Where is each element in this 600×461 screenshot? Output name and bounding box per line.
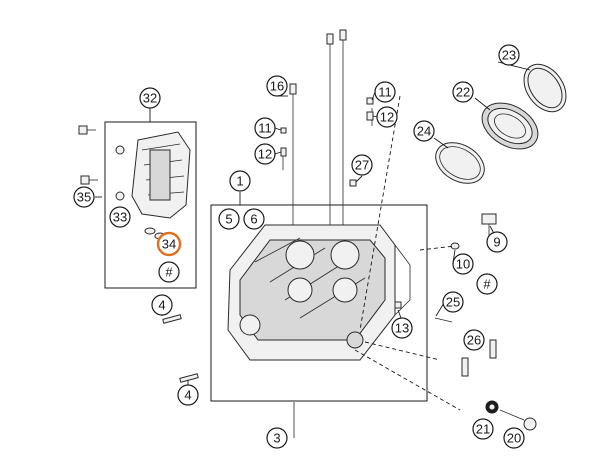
svg-text:32: 32 <box>143 91 157 106</box>
callout-4-bottom: 4 <box>177 384 199 406</box>
callout-27: 27 <box>351 154 373 176</box>
callout-12-left: 12 <box>254 143 276 165</box>
svg-text:1: 1 <box>236 174 243 189</box>
svg-text:9: 9 <box>493 235 500 250</box>
callout-13: 13 <box>391 317 413 339</box>
svg-text:5: 5 <box>225 212 232 227</box>
svg-text:33: 33 <box>113 210 127 225</box>
svg-text:12: 12 <box>380 110 394 125</box>
svg-text:24: 24 <box>417 124 431 139</box>
svg-text:12: 12 <box>258 147 272 162</box>
svg-text:16: 16 <box>270 79 284 94</box>
svg-text:27: 27 <box>355 158 369 173</box>
callout-6: 6 <box>243 208 265 230</box>
callout-11-top: 11 <box>374 81 396 103</box>
callout-10: 10 <box>452 253 474 275</box>
callout-35: 35 <box>73 186 95 208</box>
svg-text:11: 11 <box>378 85 392 100</box>
svg-text:35: 35 <box>77 190 91 205</box>
callout-22: 22 <box>452 81 474 103</box>
throttle-body <box>78 125 191 240</box>
callout-11-left: 11 <box>254 117 276 139</box>
small-parts <box>162 97 537 438</box>
svg-text:20: 20 <box>507 431 521 446</box>
callout-hash-right: # <box>476 273 498 295</box>
callout-34-highlighted: 34 <box>156 231 182 257</box>
svg-text:11: 11 <box>258 121 272 136</box>
intake-flange-assembly <box>435 63 567 184</box>
callout-32: 32 <box>139 87 161 109</box>
callout-23: 23 <box>498 44 520 66</box>
callout-25: 25 <box>442 291 464 313</box>
svg-text:4: 4 <box>184 388 191 403</box>
svg-text:#: # <box>165 265 173 280</box>
callout-9: 9 <box>486 231 508 253</box>
callout-24: 24 <box>413 120 435 142</box>
svg-text:10: 10 <box>456 257 470 272</box>
callout-1: 1 <box>229 170 251 192</box>
callout-26: 26 <box>463 329 485 351</box>
callout-21: 21 <box>472 418 494 440</box>
callout-12-top: 12 <box>376 106 398 128</box>
callout-hash-left: # <box>158 261 180 283</box>
callout-4-top: 4 <box>151 294 173 316</box>
callout-20: 20 <box>503 427 525 449</box>
svg-text:22: 22 <box>456 85 470 100</box>
callout-33: 33 <box>109 206 131 228</box>
svg-text:4: 4 <box>158 298 165 313</box>
svg-text:34: 34 <box>162 237 176 252</box>
svg-text:21: 21 <box>476 422 490 437</box>
cylinder-head-frame <box>210 204 428 402</box>
callout-3: 3 <box>266 427 288 449</box>
callout-5: 5 <box>218 208 240 230</box>
svg-text:13: 13 <box>395 321 409 336</box>
throttle-assembly-frame <box>104 121 197 289</box>
callout-16: 16 <box>266 75 288 97</box>
svg-text:23: 23 <box>502 48 516 63</box>
svg-text:26: 26 <box>467 333 481 348</box>
cylinder-head <box>227 224 411 361</box>
svg-text:3: 3 <box>273 431 280 446</box>
svg-text:25: 25 <box>446 295 460 310</box>
svg-text:6: 6 <box>250 212 257 227</box>
svg-text:#: # <box>483 277 491 292</box>
